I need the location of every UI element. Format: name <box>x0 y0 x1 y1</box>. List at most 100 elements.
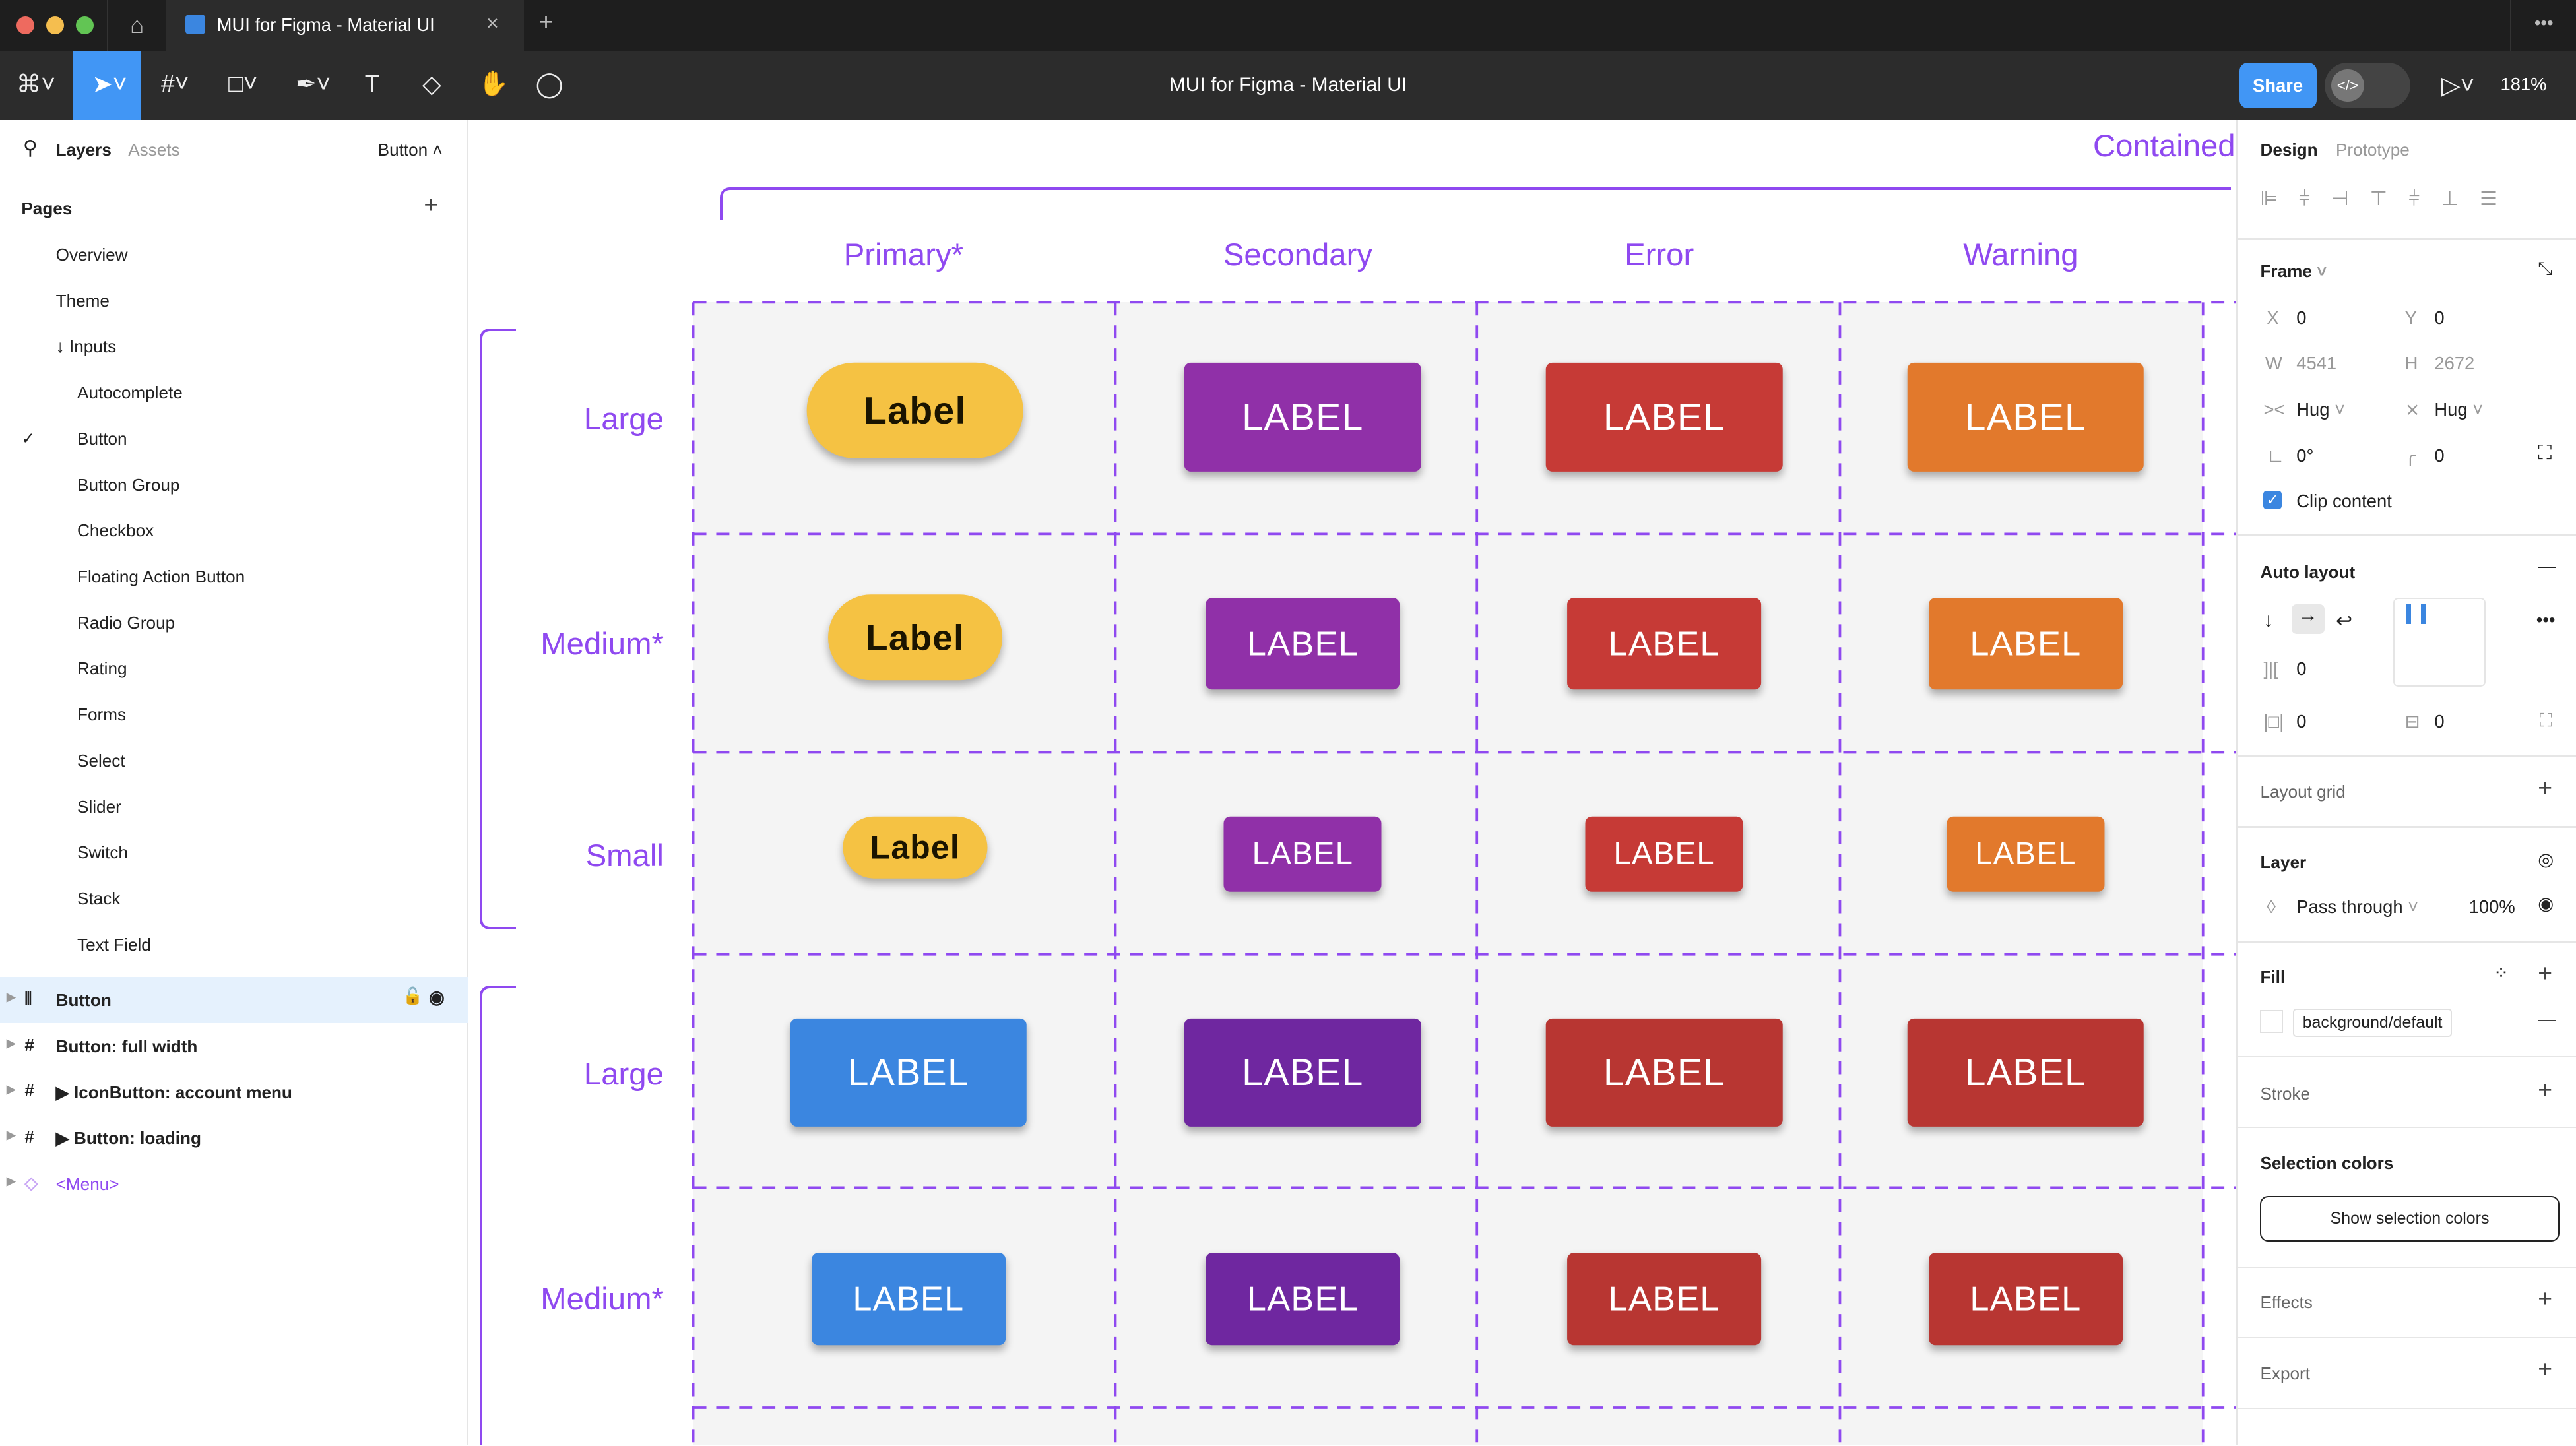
minimize-window-button[interactable] <box>46 16 64 34</box>
alignment-icons[interactable]: ⊫⫩⊣⊤⫩⊥☰ <box>2260 187 2519 210</box>
resize-to-fit-icon[interactable]: ⤡ <box>2538 258 2552 280</box>
add-stroke-icon[interactable]: + <box>2538 1076 2552 1104</box>
expand-caret-icon[interactable]: ▶ <box>7 1083 15 1096</box>
tab-prototype[interactable]: Prototype <box>2336 140 2410 160</box>
add-page-icon[interactable]: + <box>424 191 438 219</box>
dev-mode-toggle[interactable]: </> <box>2325 63 2410 109</box>
alignment-grid[interactable] <box>2393 598 2485 686</box>
mui-button[interactable]: LABEL <box>1929 1253 2123 1345</box>
y-input[interactable]: 0 <box>2434 307 2444 329</box>
add-fill-icon[interactable]: + <box>2538 959 2552 988</box>
home-icon[interactable]: ⌂ <box>107 0 166 51</box>
mui-button[interactable]: LABEL <box>1567 598 1761 689</box>
mui-button[interactable]: Label <box>828 594 1002 679</box>
expand-caret-icon[interactable]: ▶ <box>7 990 15 1004</box>
zoom-level[interactable]: 181% <box>2500 74 2546 95</box>
blend-mode-select[interactable]: Pass through ˅ <box>2296 896 2418 918</box>
eye-icon[interactable]: ◉ <box>429 987 445 1008</box>
tab-layers[interactable]: Layers <box>56 140 112 160</box>
remove-auto-layout-icon[interactable]: — <box>2538 555 2556 577</box>
mui-button[interactable]: Label <box>806 363 1023 458</box>
mui-button[interactable]: LABEL <box>1929 598 2123 689</box>
document-title[interactable]: MUI for Figma - Material UI <box>0 74 2576 96</box>
wrap-icon[interactable]: ↩ <box>2336 610 2352 633</box>
page-item[interactable]: Text Field <box>77 935 151 955</box>
share-button[interactable]: Share <box>2239 63 2317 109</box>
tab-assets[interactable]: Assets <box>128 140 179 160</box>
horizontal-padding-input[interactable]: 0 <box>2296 711 2306 732</box>
maximize-window-button[interactable] <box>76 16 94 34</box>
mui-button[interactable]: LABEL <box>1586 816 1743 892</box>
page-item[interactable]: Button Group <box>77 475 179 495</box>
layer-mode-icon[interactable]: ◎ <box>2538 849 2554 870</box>
new-tab-icon[interactable]: + <box>539 8 554 36</box>
page-item[interactable]: Select <box>77 751 125 771</box>
show-selection-colors-button[interactable]: Show selection colors <box>2260 1196 2559 1242</box>
mui-button[interactable]: LABEL <box>790 1019 1027 1127</box>
page-item[interactable]: Forms <box>77 705 126 725</box>
page-item[interactable]: ↓ Inputs <box>56 336 117 357</box>
mui-button[interactable]: LABEL <box>1184 1019 1421 1127</box>
mui-button[interactable]: Label <box>843 816 987 879</box>
mui-button[interactable]: LABEL <box>1206 598 1400 689</box>
vertical-direction-icon[interactable]: ↓ <box>2263 610 2273 632</box>
layer-row[interactable]: ▶⫴Button🔓◉ <box>0 977 468 1023</box>
page-item[interactable]: Floating Action Button <box>77 567 245 587</box>
advanced-layout-icon[interactable]: ••• <box>2536 610 2556 631</box>
corner-radius-input[interactable]: 0 <box>2434 445 2444 466</box>
style-icon[interactable]: ⁘ <box>2494 962 2509 984</box>
page-item[interactable]: Stack <box>77 889 120 909</box>
more-icon[interactable]: ••• <box>2510 0 2576 51</box>
layer-row[interactable]: ▶◇<Menu> <box>0 1161 468 1207</box>
horizontal-direction-icon[interactable]: → <box>2292 604 2325 634</box>
add-effect-icon[interactable]: + <box>2538 1284 2552 1313</box>
layer-row[interactable]: ▶#▶ IconButton: account menu <box>0 1069 468 1116</box>
page-item[interactable]: Rating <box>77 658 127 679</box>
fill-style-chip[interactable]: background/default <box>2293 1009 2452 1037</box>
gap-input[interactable]: 0 <box>2296 658 2306 679</box>
mui-button[interactable]: LABEL <box>1908 1019 2144 1127</box>
mui-button[interactable]: LABEL <box>1224 816 1382 892</box>
page-item[interactable]: Button <box>77 429 127 449</box>
rotation-input[interactable]: 0° <box>2296 445 2313 466</box>
expand-caret-icon[interactable]: ▶ <box>7 1174 15 1188</box>
unlock-icon[interactable]: 🔓 <box>402 987 423 1006</box>
page-selector[interactable]: Button ˄ <box>378 140 443 160</box>
present-icon[interactable]: ▷˅ <box>2441 71 2475 100</box>
height-input[interactable]: 2672 <box>2434 353 2474 374</box>
mui-button[interactable]: LABEL <box>1184 363 1421 471</box>
search-icon[interactable]: ⚲ <box>23 137 38 160</box>
eye-icon[interactable]: ◉ <box>2538 893 2554 914</box>
mui-button[interactable]: LABEL <box>1546 363 1783 471</box>
x-input[interactable]: 0 <box>2296 307 2306 329</box>
hug-height-select[interactable]: Hug ˅ <box>2434 399 2483 420</box>
page-item[interactable]: Autocomplete <box>77 383 183 403</box>
mui-button[interactable]: LABEL <box>1546 1019 1783 1127</box>
layer-row[interactable]: ▶#Button: full width <box>0 1023 468 1069</box>
remove-fill-icon[interactable]: — <box>2538 1009 2556 1030</box>
opacity-input[interactable]: 100% <box>2469 896 2515 918</box>
page-item[interactable]: Radio Group <box>77 613 175 633</box>
page-item[interactable]: Switch <box>77 842 128 863</box>
clip-content-checkbox[interactable]: ✓ <box>2263 491 2281 509</box>
tab-design[interactable]: Design <box>2260 140 2317 160</box>
page-item[interactable]: Slider <box>77 797 121 817</box>
mui-button[interactable]: LABEL <box>1567 1253 1761 1345</box>
canvas[interactable]: Contained Primary*SecondaryErrorWarningL… <box>470 120 2236 1445</box>
width-input[interactable]: 4541 <box>2296 353 2336 374</box>
individual-padding-icon[interactable]: ⛶ <box>2540 710 2552 732</box>
add-export-icon[interactable]: + <box>2538 1355 2552 1383</box>
close-window-button[interactable] <box>16 16 34 34</box>
close-tab-icon[interactable]: × <box>486 11 499 36</box>
mui-button[interactable]: LABEL <box>1206 1253 1400 1345</box>
file-tab[interactable]: MUI for Figma - Material UI × <box>166 0 524 51</box>
page-item[interactable]: Theme <box>56 291 110 311</box>
fill-swatch[interactable] <box>2260 1010 2283 1033</box>
expand-caret-icon[interactable]: ▶ <box>7 1036 15 1050</box>
layer-row[interactable]: ▶#▶ Button: loading <box>0 1116 468 1162</box>
frame-section[interactable]: Frame ˅ <box>2260 261 2327 282</box>
expand-caret-icon[interactable]: ▶ <box>7 1128 15 1142</box>
page-item[interactable]: Checkbox <box>77 520 154 541</box>
vertical-padding-input[interactable]: 0 <box>2434 711 2444 732</box>
mui-button[interactable]: LABEL <box>812 1253 1006 1345</box>
